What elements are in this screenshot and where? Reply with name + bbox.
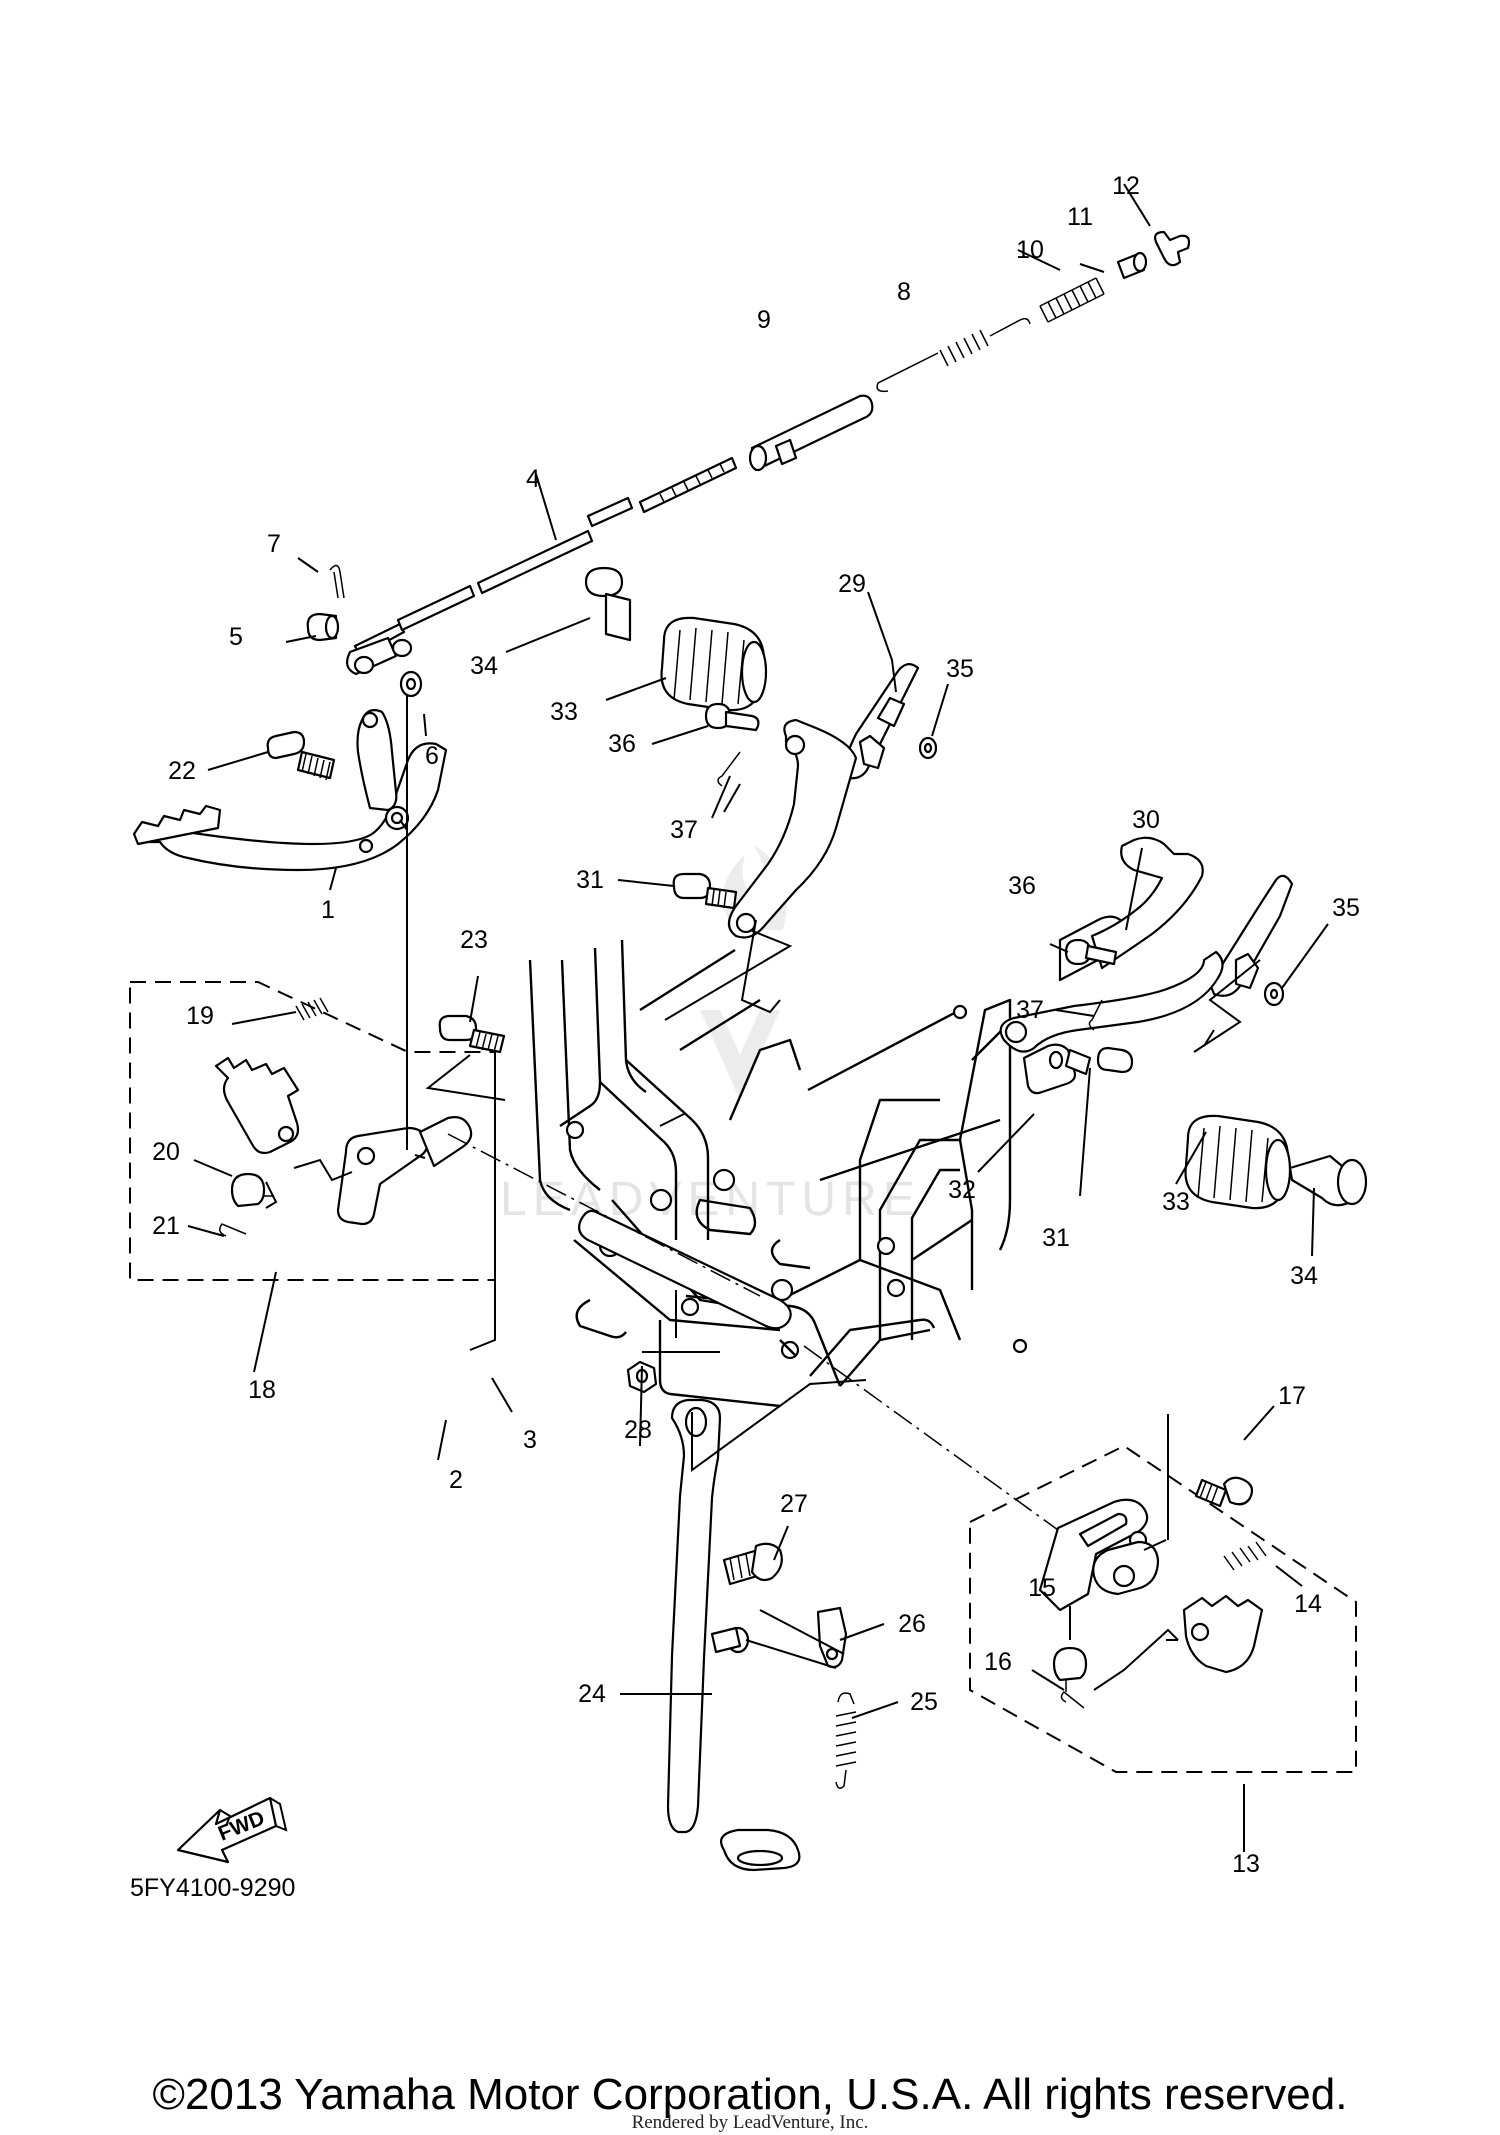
callout-2: 2 xyxy=(449,1466,463,1494)
alignment-lines xyxy=(447,1133,1059,1531)
callout-10: 10 xyxy=(1016,236,1044,264)
callout-33: 33 xyxy=(550,698,578,726)
callout-35: 35 xyxy=(946,655,974,683)
callout-26: 26 xyxy=(898,1610,926,1638)
sidestand xyxy=(626,1360,857,1872)
leader-lines xyxy=(187,183,1329,1852)
callout-14: 14 xyxy=(1294,1590,1322,1618)
callout-31: 31 xyxy=(576,866,604,894)
callout-21: 21 xyxy=(152,1212,180,1240)
callout-32: 32 xyxy=(948,1176,976,1204)
fwd-arrow-icon: FWD xyxy=(176,1796,288,1864)
shift-pedal xyxy=(132,709,448,872)
shift-rod-assembly xyxy=(306,230,1191,698)
callout-6: 6 xyxy=(425,742,439,770)
callouts: 1 2 3 4 5 6 7 8 9 10 11 12 13 14 15 16 1… xyxy=(152,172,1360,1878)
callout-12: 12 xyxy=(1112,172,1140,200)
callout-34: 34 xyxy=(470,652,498,680)
callout-19: 19 xyxy=(186,1002,214,1030)
callout-37b: 37 xyxy=(1016,996,1044,1024)
callout-22: 22 xyxy=(168,757,196,785)
callout-20: 20 xyxy=(152,1138,180,1166)
callout-31b: 31 xyxy=(1042,1224,1070,1252)
rendered-by-credit: Rendered by LeadVenture, Inc. xyxy=(631,2112,869,2133)
callout-18: 18 xyxy=(248,1376,276,1404)
callout-24: 24 xyxy=(578,1680,606,1708)
assembly-13-group xyxy=(969,1444,1357,1773)
part-code: 5FY4100-9290 xyxy=(130,1874,295,1902)
callout-9: 9 xyxy=(757,306,771,334)
callout-34b: 34 xyxy=(1290,1262,1318,1290)
callout-30: 30 xyxy=(1132,806,1160,834)
callout-33b: 33 xyxy=(1162,1188,1190,1216)
callout-37: 37 xyxy=(670,816,698,844)
connector-lines xyxy=(399,694,1261,1669)
copyright-notice: ©2013 Yamaha Motor Corporation, U.S.A. A… xyxy=(152,2070,1348,2119)
callout-4: 4 xyxy=(526,465,540,493)
footrest-right xyxy=(999,836,1368,1210)
callout-16: 16 xyxy=(984,1648,1012,1676)
bolt-23 xyxy=(438,1014,506,1054)
callout-23: 23 xyxy=(460,926,488,954)
callout-1: 1 xyxy=(321,896,335,924)
callout-5: 5 xyxy=(229,623,243,651)
frame xyxy=(528,939,1028,1408)
callout-29: 29 xyxy=(838,570,866,598)
callout-28: 28 xyxy=(624,1416,652,1444)
callout-13: 13 xyxy=(1232,1850,1260,1878)
callout-7: 7 xyxy=(267,530,281,558)
callout-15: 15 xyxy=(1028,1574,1056,1602)
callout-17: 17 xyxy=(1278,1382,1306,1410)
callout-27: 27 xyxy=(780,1490,808,1518)
watermark-text: LEADVENTURE xyxy=(500,1173,921,1226)
callout-11: 11 xyxy=(1067,203,1093,231)
callout-3: 3 xyxy=(523,1426,537,1454)
footrest-left xyxy=(584,566,938,939)
callout-36: 36 xyxy=(608,730,636,758)
callout-25: 25 xyxy=(910,1688,938,1716)
callout-36b: 36 xyxy=(1008,872,1036,900)
callout-8: 8 xyxy=(897,278,911,306)
callout-35b: 35 xyxy=(1332,894,1360,922)
